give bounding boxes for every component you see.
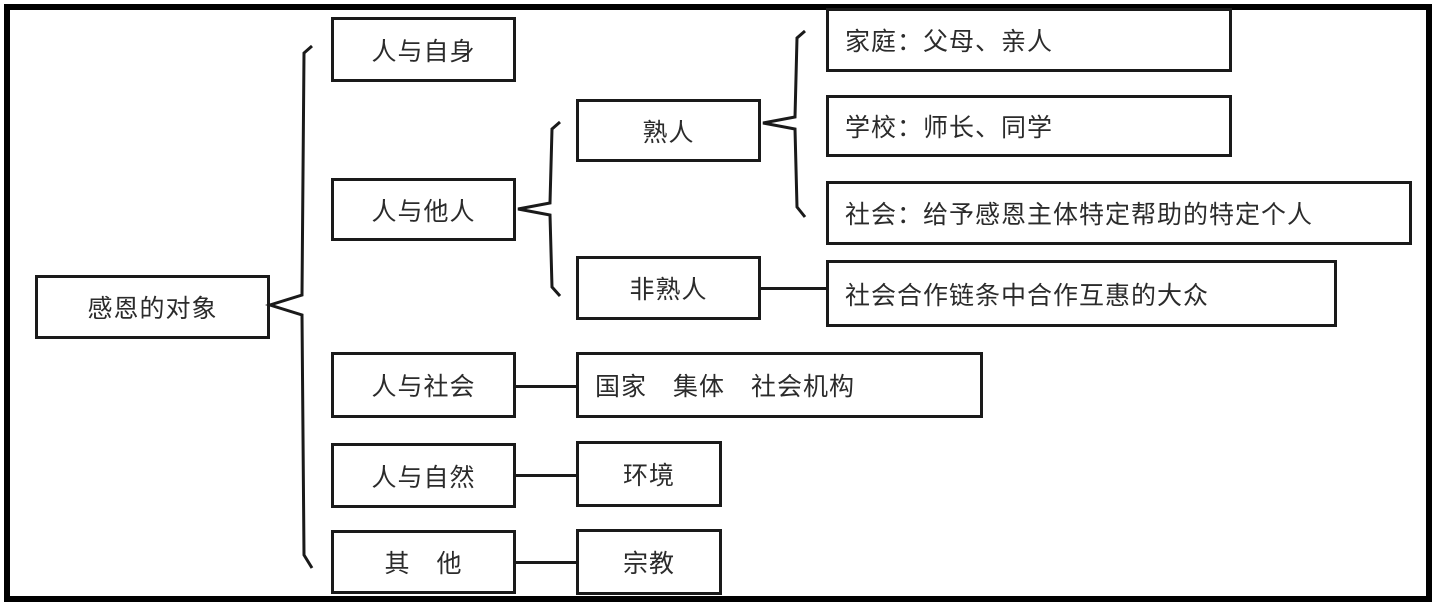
node-label: 环境 xyxy=(622,463,675,490)
node-person-and-nature[interactable]: 人与自然 xyxy=(331,443,516,508)
node-stranger[interactable]: 非熟人 xyxy=(576,256,761,320)
node-person-and-society[interactable]: 人与社会 xyxy=(331,352,516,418)
node-family-parents-relatives[interactable]: 家庭：父母、亲人 xyxy=(826,8,1232,72)
connector-nature-to-environment xyxy=(516,474,578,477)
node-person-and-others[interactable]: 人与他人 xyxy=(331,178,516,241)
connector-other-to-religion xyxy=(516,561,578,564)
node-mutual-benefit-public[interactable]: 社会合作链条中合作互惠的大众 xyxy=(826,260,1337,327)
connector-society-to-institutions xyxy=(516,385,578,388)
brace-acquaintance-to-children xyxy=(762,29,807,218)
node-label: 熟人 xyxy=(642,119,695,147)
node-label: 人与自然 xyxy=(371,464,476,492)
node-other[interactable]: 其 他 xyxy=(331,530,516,594)
node-label: 宗教 xyxy=(622,551,675,578)
node-society-specific-helpers[interactable]: 社会：给予感恩主体特定帮助的特定个人 xyxy=(826,181,1412,245)
node-state-collective-institutions[interactable]: 国家 集体 社会机构 xyxy=(576,352,983,418)
outer-frame-border xyxy=(4,4,1432,602)
connector-stranger-to-public xyxy=(761,287,828,290)
node-root-gratitude-object[interactable]: 感恩的对象 xyxy=(35,275,270,339)
node-religion[interactable]: 宗教 xyxy=(576,529,722,595)
node-label: 感恩的对象 xyxy=(87,296,218,323)
node-label: 社会：给予感恩主体特定帮助的特定个人 xyxy=(845,202,1314,229)
node-label: 社会合作链条中合作互惠的大众 xyxy=(845,282,1210,310)
node-environment[interactable]: 环境 xyxy=(576,441,722,507)
node-label: 学校：师长、同学 xyxy=(845,115,1054,142)
node-label: 国家 集体 社会机构 xyxy=(595,374,856,401)
node-label: 其 他 xyxy=(384,551,463,578)
node-label: 人与自身 xyxy=(371,38,476,66)
node-label: 家庭：父母、亲人 xyxy=(845,29,1054,56)
brace-others-to-children xyxy=(517,120,562,297)
node-school-teachers-classmates[interactable]: 学校：师长、同学 xyxy=(826,95,1232,157)
node-person-and-self[interactable]: 人与自身 xyxy=(331,17,516,82)
node-label: 人与他人 xyxy=(371,198,476,226)
node-label: 非熟人 xyxy=(629,277,708,304)
node-label: 人与社会 xyxy=(371,374,476,401)
node-acquaintance[interactable]: 熟人 xyxy=(576,99,761,162)
brace-root-to-branches xyxy=(264,44,314,569)
